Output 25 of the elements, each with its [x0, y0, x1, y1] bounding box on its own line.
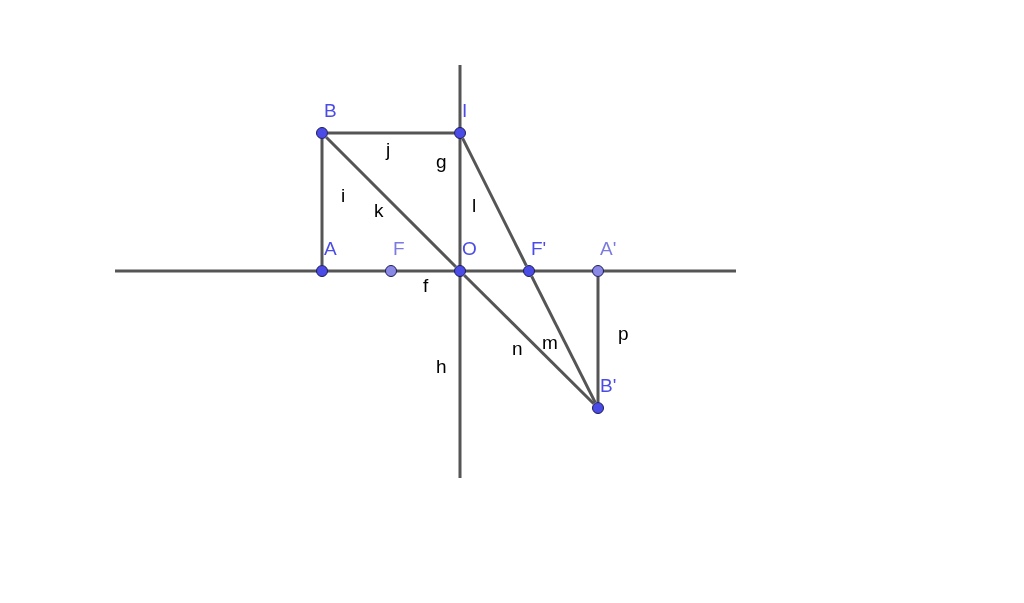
point-label: I	[462, 101, 468, 121]
line-segment	[530, 275, 597, 404]
point-label: F'	[531, 239, 547, 259]
point-label: A'	[600, 239, 617, 259]
line-segment	[328, 131, 454, 135]
edge-label: n	[512, 339, 523, 359]
edge-label: m	[542, 333, 558, 353]
line-label: h	[436, 357, 447, 377]
point-label: A	[324, 239, 337, 259]
line-segment	[596, 277, 600, 402]
edge-label: k	[374, 201, 384, 221]
point-label: F	[393, 239, 405, 259]
line-label: f	[423, 276, 429, 296]
line-segment	[325, 136, 457, 268]
point-label: B	[324, 101, 337, 121]
line-segment	[463, 274, 595, 405]
line-segment	[461, 137, 528, 267]
point-label: O	[462, 239, 477, 259]
line-segment	[320, 139, 324, 265]
edge-label: l	[472, 196, 477, 216]
edge-label: j	[386, 140, 391, 160]
edge-label: i	[341, 186, 346, 206]
line-label: g	[436, 152, 447, 172]
edge-label: p	[618, 324, 629, 344]
point-label: B'	[600, 376, 617, 396]
